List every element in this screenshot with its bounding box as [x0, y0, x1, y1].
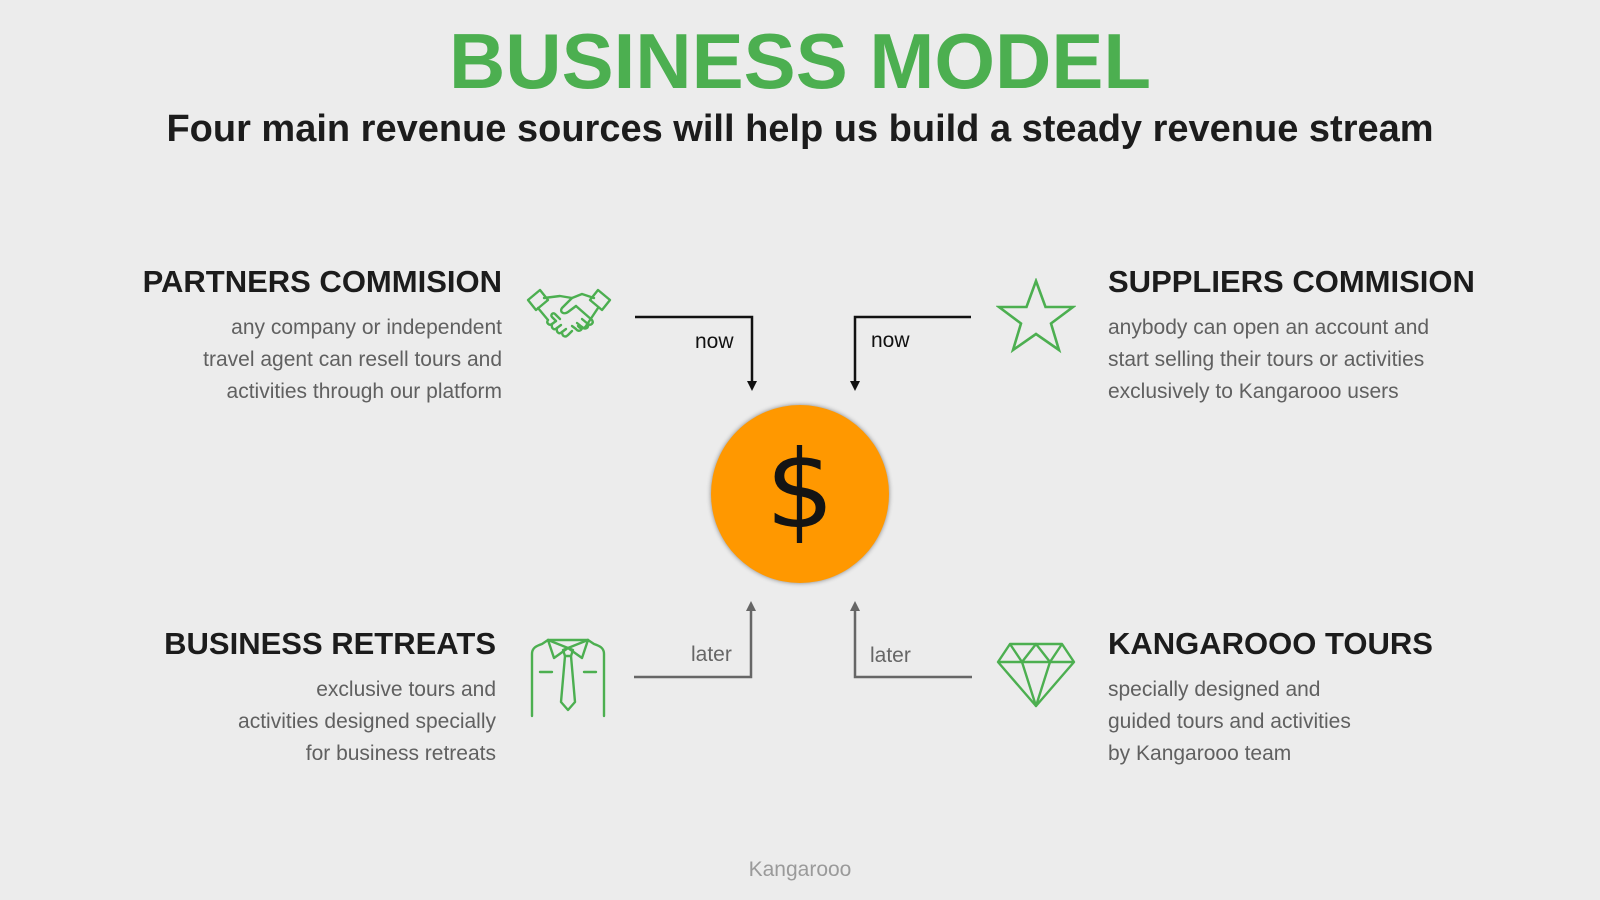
footer-brand: Kangarooo	[748, 858, 852, 881]
shirt-tie-icon	[530, 638, 606, 718]
description-line: anybody can open an account and	[1108, 315, 1430, 339]
kangarooo-tours-title: KANGAROOO TOURS	[1108, 626, 1433, 661]
partners-commission-block: PARTNERS COMMISION any company or indepe…	[122, 264, 502, 408]
kangarooo-tours-block: KANGAROOO TOURS specially designed and g…	[1108, 626, 1488, 770]
later-connector-right	[850, 601, 972, 679]
description-line: any company or independent	[231, 315, 502, 339]
description-line: activities through our platform	[226, 379, 502, 403]
description-line: exclusively to Kangarooo users	[1108, 379, 1399, 403]
business-retreats-title: BUSINESS RETREATS	[164, 626, 496, 661]
description-line: guided tours and activities	[1108, 709, 1351, 733]
description-line: exclusive tours and	[316, 677, 496, 701]
partners-commission-title: PARTNERS COMMISION	[142, 264, 502, 299]
now-label-right: now	[871, 329, 910, 352]
handshake-icon	[526, 288, 612, 338]
dollar-symbol: $	[765, 428, 835, 553]
now-label-left: now	[695, 330, 734, 353]
partners-commission-description: any company or independent travel agent …	[122, 312, 502, 408]
later-label-right: later	[870, 644, 911, 667]
later-connector-left	[634, 601, 756, 679]
dollar-coin-icon: $	[711, 405, 889, 583]
description-line: travel agent can resell tours and	[203, 347, 502, 371]
description-line: specially designed and	[1108, 677, 1321, 701]
page-title: BUSINESS MODEL	[448, 17, 1152, 105]
page-subtitle: Four main revenue sources will help us b…	[166, 108, 1434, 150]
description-line: start selling their tours or activities	[1108, 347, 1425, 371]
star-icon	[996, 278, 1076, 354]
now-connector-left	[635, 315, 757, 391]
suppliers-commission-block: SUPPLIERS COMMISION anybody can open an …	[1108, 264, 1488, 408]
description-line: activities designed specially	[238, 709, 496, 733]
suppliers-commission-title: SUPPLIERS COMMISION	[1108, 264, 1475, 299]
suppliers-commission-description: anybody can open an account and start se…	[1108, 312, 1488, 408]
business-retreats-block: BUSINESS RETREATS exclusive tours and ac…	[116, 626, 496, 770]
diamond-icon	[996, 642, 1076, 708]
description-line: for business retreats	[305, 741, 496, 765]
later-label-left: later	[691, 643, 732, 666]
business-retreats-description: exclusive tours and activities designed …	[116, 674, 496, 770]
description-line: by Kangarooo team	[1108, 741, 1292, 765]
kangarooo-tours-description: specially designed and guided tours and …	[1108, 674, 1488, 770]
now-connector-right	[850, 315, 971, 391]
